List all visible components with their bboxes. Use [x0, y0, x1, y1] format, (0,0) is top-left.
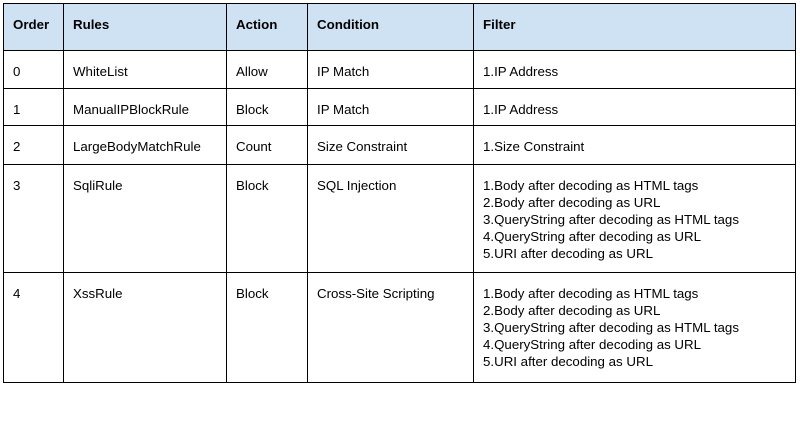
- cell-action: Allow: [226, 50, 308, 89]
- table-row: 4 XssRule Block Cross-Site Scripting 1.B…: [3, 272, 796, 383]
- table-row: 1 ManualIPBlockRule Block IP Match 1.IP …: [3, 88, 796, 126]
- cell-filter: 1.IP Address: [473, 50, 796, 89]
- cell-condition: IP Match: [307, 88, 474, 126]
- rules-table-container: Order Rules Action Condition Filter 0 Wh…: [3, 3, 796, 383]
- cell-action: Count: [226, 125, 308, 165]
- cell-condition: SQL Injection: [307, 164, 474, 273]
- filter-item: 1.Body after decoding as HTML tags: [483, 286, 699, 301]
- filter-item: 4.QueryString after decoding as URL: [483, 337, 702, 352]
- cell-condition: IP Match: [307, 50, 474, 89]
- cell-condition: Size Constraint: [307, 125, 474, 165]
- cell-action: Block: [226, 164, 308, 273]
- cell-rule: XssRule: [63, 272, 227, 383]
- rules-table: Order Rules Action Condition Filter 0 Wh…: [3, 3, 796, 383]
- cell-order: 0: [3, 50, 64, 89]
- cell-rule: LargeBodyMatchRule: [63, 125, 227, 165]
- cell-order: 1: [3, 88, 64, 126]
- cell-order: 3: [3, 164, 64, 273]
- cell-action: Block: [226, 88, 308, 126]
- header-condition: Condition: [307, 3, 474, 51]
- filter-item: 2.Body after decoding as URL: [483, 195, 661, 210]
- cell-filter: 1.Body after decoding as HTML tags 2.Bod…: [473, 164, 796, 273]
- filter-item: 3.QueryString after decoding as HTML tag…: [483, 212, 739, 227]
- filter-item: 2.Body after decoding as URL: [483, 303, 661, 318]
- cell-filter: 1.Body after decoding as HTML tags 2.Bod…: [473, 272, 796, 383]
- table-row: 0 WhiteList Allow IP Match 1.IP Address: [3, 50, 796, 89]
- filter-item: 3.QueryString after decoding as HTML tag…: [483, 320, 739, 335]
- filter-item: 1.Body after decoding as HTML tags: [483, 178, 699, 193]
- filter-item: 1.IP Address: [483, 64, 559, 79]
- cell-order: 2: [3, 125, 64, 165]
- filter-item: 1.Size Constraint: [483, 139, 585, 154]
- filter-item: 1.IP Address: [483, 102, 559, 117]
- filter-item: 4.QueryString after decoding as URL: [483, 229, 702, 244]
- header-filter: Filter: [473, 3, 796, 51]
- header-row: Order Rules Action Condition Filter: [3, 3, 796, 51]
- filter-item: 5.URI after decoding as URL: [483, 354, 653, 369]
- cell-rule: ManualIPBlockRule: [63, 88, 227, 126]
- table-row: 2 LargeBodyMatchRule Count Size Constrai…: [3, 125, 796, 165]
- cell-rule: WhiteList: [63, 50, 227, 89]
- header-action: Action: [226, 3, 308, 51]
- filter-item: 5.URI after decoding as URL: [483, 246, 653, 261]
- header-rules: Rules: [63, 3, 227, 51]
- cell-filter: 1.Size Constraint: [473, 125, 796, 165]
- header-order: Order: [3, 3, 64, 51]
- table-body: 0 WhiteList Allow IP Match 1.IP Address …: [3, 50, 796, 383]
- table-header: Order Rules Action Condition Filter: [3, 3, 796, 51]
- cell-order: 4: [3, 272, 64, 383]
- table-row: 3 SqliRule Block SQL Injection 1.Body af…: [3, 164, 796, 273]
- cell-condition: Cross-Site Scripting: [307, 272, 474, 383]
- cell-filter: 1.IP Address: [473, 88, 796, 126]
- cell-rule: SqliRule: [63, 164, 227, 273]
- cell-action: Block: [226, 272, 308, 383]
